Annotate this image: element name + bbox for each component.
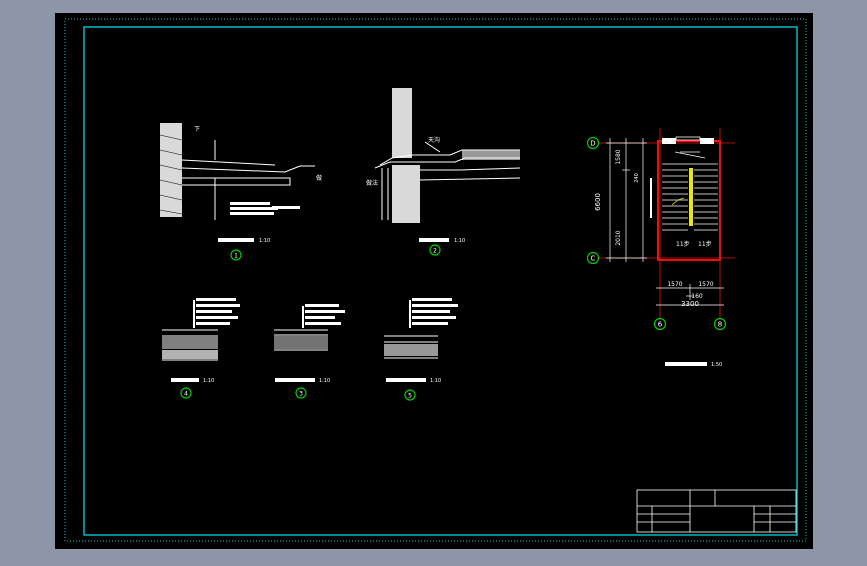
detail-title-bar [386, 378, 426, 382]
label-right: 做 [316, 174, 322, 182]
label-left: 做法 [366, 179, 378, 187]
detail-1-eave: 下 做 1:10 1 [159, 123, 322, 261]
detail-3-layers: 1:10 3 [274, 304, 345, 399]
layer-lines [274, 329, 328, 351]
detail-title-bar [218, 238, 254, 242]
label-note: 天沟 [428, 136, 440, 144]
dim-right-width: 1570 [698, 281, 713, 288]
hatched-layer [274, 336, 328, 349]
window-left [662, 138, 676, 144]
detail-number: 5 [408, 393, 412, 400]
detail-scale: 1:10 [203, 378, 214, 384]
layer-lines [384, 335, 438, 359]
horizontal-dim-lines [656, 284, 724, 306]
hatched-layer [162, 337, 218, 347]
axis-bubble-c [586, 251, 600, 265]
detail-number-bubble [180, 387, 192, 399]
detail-scale: 1:10 [319, 378, 330, 384]
hatched-layer [384, 344, 438, 356]
detail-scale: 1:10 [430, 378, 441, 384]
upper-wall [392, 88, 412, 158]
label-top: 下 [194, 126, 200, 133]
detail-number-bubble [404, 389, 416, 401]
detail-title-bar [275, 378, 315, 382]
window-right [700, 138, 714, 144]
axis-label-8: 8 [718, 321, 722, 329]
layer-notes [409, 298, 458, 328]
axis-bubble-6 [653, 317, 667, 331]
detail-4-layers: 1:10 4 [162, 298, 240, 399]
dim-overall-height: 6600 [594, 193, 602, 211]
axis-label-6: 6 [658, 321, 663, 329]
dim-overall-width: 3300 [681, 300, 699, 308]
title-block [636, 489, 797, 533]
detail-number-bubble [230, 249, 242, 261]
drawing-sheet [55, 13, 813, 549]
detail-title-bar [419, 238, 449, 242]
dim-upper: 1580 [615, 149, 622, 164]
axis-bubble-d [586, 136, 600, 150]
window-sill [675, 136, 701, 141]
dim-lower: 2010 [615, 230, 622, 245]
direction-arrow [671, 197, 685, 206]
layer-notes [193, 298, 240, 328]
plan-title-bar [665, 362, 707, 366]
stair-plan: 11步 11步 6600 1580 2010 240 D C 15 [586, 128, 735, 368]
detail-number: 4 [184, 391, 188, 398]
detail-number-bubble [429, 244, 441, 256]
detail-number: 1 [234, 253, 238, 260]
vertical-dim-lines [606, 138, 647, 262]
room-label-left: 11步 [676, 240, 690, 248]
dim-left-width: 1570 [667, 281, 682, 288]
detail-scale: 1:10 [259, 238, 270, 244]
detail-2-gutter: 天沟 做法 1:10 2 [366, 88, 521, 256]
stair-walls [657, 140, 721, 261]
inner-frame [83, 26, 798, 536]
dim-flight: 240 [634, 173, 640, 183]
handrail [689, 168, 693, 226]
brick-wall [160, 123, 182, 217]
brick-hatch [159, 134, 183, 215]
axis-bubble-8 [713, 317, 727, 331]
detail-number: 2 [433, 248, 437, 255]
slab-lines [181, 140, 315, 220]
layer-notes [302, 304, 345, 328]
room-label-right: 11步 [698, 240, 712, 248]
insulation-layer [462, 150, 520, 160]
plan-scale: 1:50 [711, 362, 722, 368]
layer-lines [162, 329, 218, 361]
axis-label-c: C [591, 255, 596, 263]
detail-5-layers: 1:10 5 [384, 298, 458, 401]
detail-number-bubble [295, 387, 307, 399]
leader-notes [230, 202, 300, 215]
detail-title-bar [171, 378, 199, 382]
lower-wall [392, 165, 420, 223]
detail-scale: 1:10 [454, 238, 465, 244]
detail-number: 3 [299, 391, 303, 398]
dim-gap: 160 [691, 293, 703, 300]
stair-treads [662, 151, 718, 231]
dim-stack-marks [650, 178, 652, 218]
outer-border [64, 18, 807, 542]
hatched-layer [162, 350, 218, 359]
axis-label-d: D [590, 140, 595, 148]
